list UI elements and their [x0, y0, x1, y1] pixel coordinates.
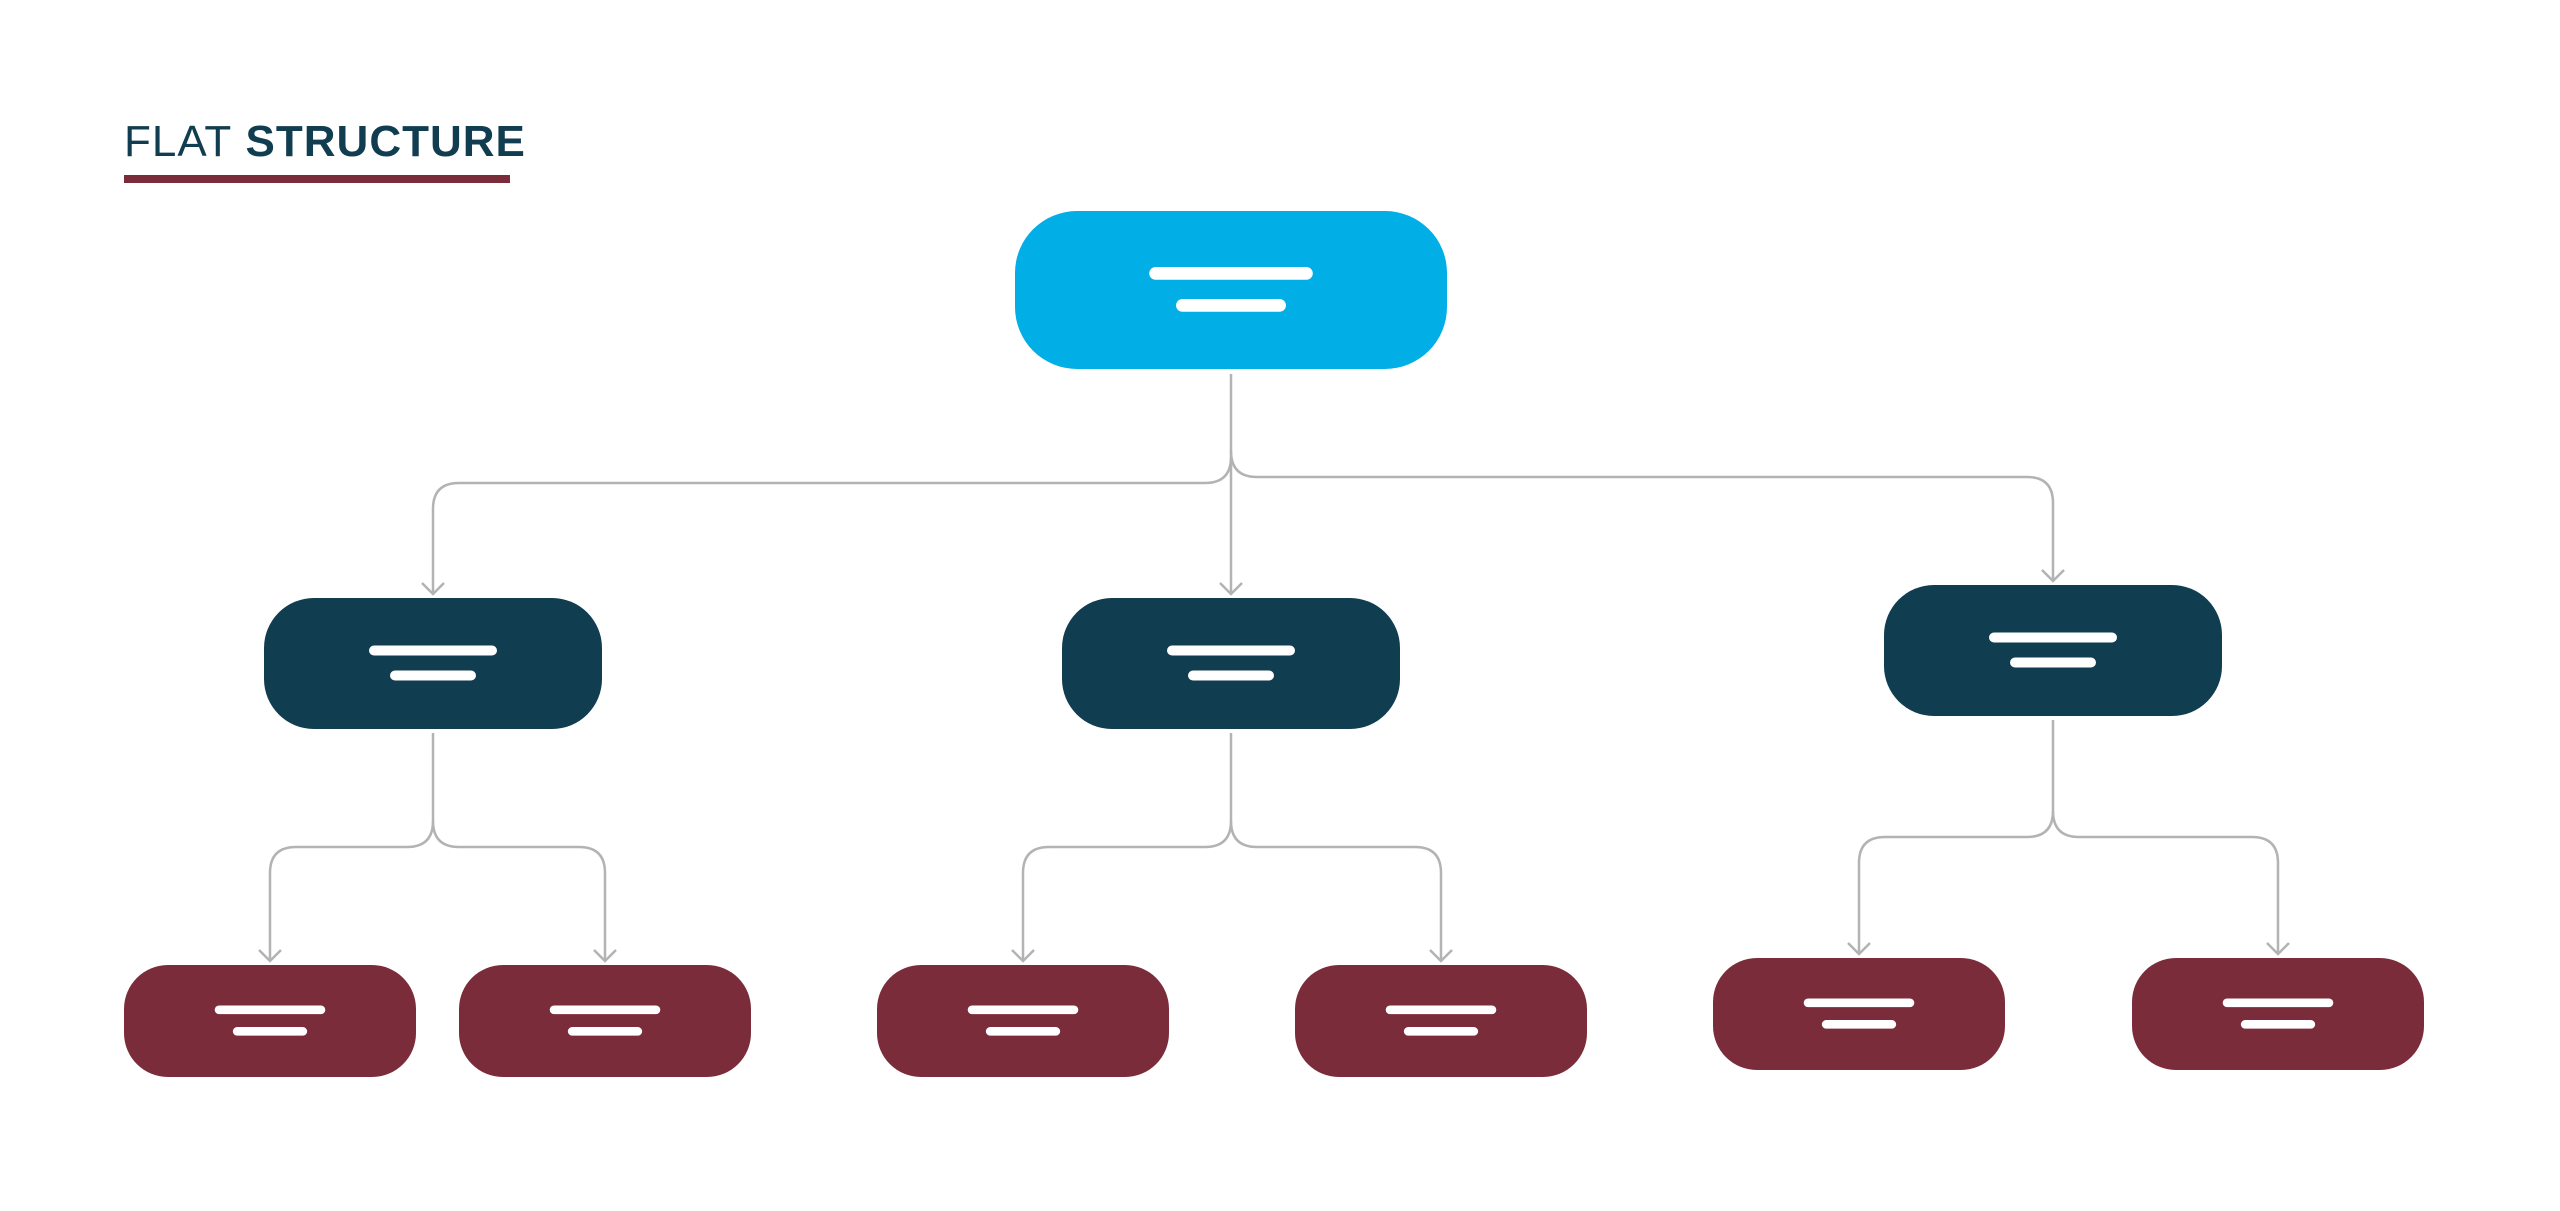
branch-2-connector — [1229, 820, 1443, 961]
root-node — [1015, 211, 1447, 369]
branch-3-connector — [1857, 810, 2055, 954]
level2-node-1-2-box — [459, 965, 751, 1077]
arrowhead-icon — [421, 582, 445, 596]
text-placeholder-line — [1176, 298, 1286, 312]
level1-node-2 — [1062, 598, 1400, 729]
level2-node-3-2 — [2132, 958, 2424, 1070]
level2-node-1-2 — [459, 965, 751, 1077]
title-light-word: FLAT — [124, 117, 233, 166]
text-placeholder-line — [1989, 632, 2117, 643]
level1-node-1 — [264, 598, 602, 729]
root-node-box — [1015, 211, 1447, 369]
text-placeholder-line — [214, 1005, 326, 1015]
arrowhead-icon — [1219, 582, 1243, 596]
level2-node-3-1-box — [1713, 958, 2005, 1070]
text-placeholder-line — [232, 1027, 308, 1036]
text-placeholder-line — [390, 670, 476, 681]
arrowhead-icon — [1429, 949, 1453, 963]
level2-node-2-1-box — [877, 965, 1169, 1077]
text-placeholder-line — [1149, 266, 1313, 280]
arrowhead-icon — [2266, 942, 2290, 956]
branch-1-connector — [268, 820, 435, 961]
page-title: FLAT STRUCTURE — [124, 118, 526, 166]
level2-node-2-1 — [877, 965, 1169, 1077]
text-placeholder-line — [2222, 998, 2334, 1008]
level1-node-1-box — [264, 598, 602, 729]
branch-1-connector — [431, 820, 607, 961]
node-layer — [124, 211, 2424, 1077]
level1-node-3 — [1884, 585, 2222, 716]
level2-node-2-2-box — [1295, 965, 1587, 1077]
text-placeholder-line — [967, 1005, 1079, 1015]
level2-node-3-2-box — [2132, 958, 2424, 1070]
text-placeholder-line — [1167, 645, 1295, 656]
text-placeholder-line — [369, 645, 497, 656]
text-placeholder-line — [985, 1027, 1061, 1036]
arrowhead-icon — [258, 949, 282, 963]
arrowhead-icon — [2041, 569, 2065, 583]
arrowhead-icon — [1011, 949, 1035, 963]
branch-2-connector — [1021, 820, 1233, 961]
root-connector — [431, 456, 1233, 594]
text-placeholder-line — [1385, 1005, 1497, 1015]
text-placeholder-line — [567, 1027, 643, 1036]
title-bold-word: STRUCTURE — [245, 117, 526, 166]
text-placeholder-line — [2240, 1020, 2316, 1029]
text-placeholder-line — [1188, 670, 1274, 681]
text-placeholder-line — [549, 1005, 661, 1015]
text-placeholder-line — [1821, 1020, 1897, 1029]
title-underline — [124, 175, 510, 183]
level1-node-3-box — [1884, 585, 2222, 716]
arrowhead-icon — [1847, 942, 1871, 956]
level2-node-2-2 — [1295, 965, 1587, 1077]
branch-3-connector — [2051, 810, 2280, 954]
text-placeholder-line — [2010, 657, 2096, 668]
level2-node-1-1 — [124, 965, 416, 1077]
text-placeholder-line — [1803, 998, 1915, 1008]
root-connector — [1229, 450, 2055, 581]
arrowhead-icon — [593, 949, 617, 963]
text-placeholder-line — [1403, 1027, 1479, 1036]
connector-layer — [258, 374, 2290, 963]
level2-node-3-1 — [1713, 958, 2005, 1070]
level1-node-2-box — [1062, 598, 1400, 729]
level2-node-1-1-box — [124, 965, 416, 1077]
